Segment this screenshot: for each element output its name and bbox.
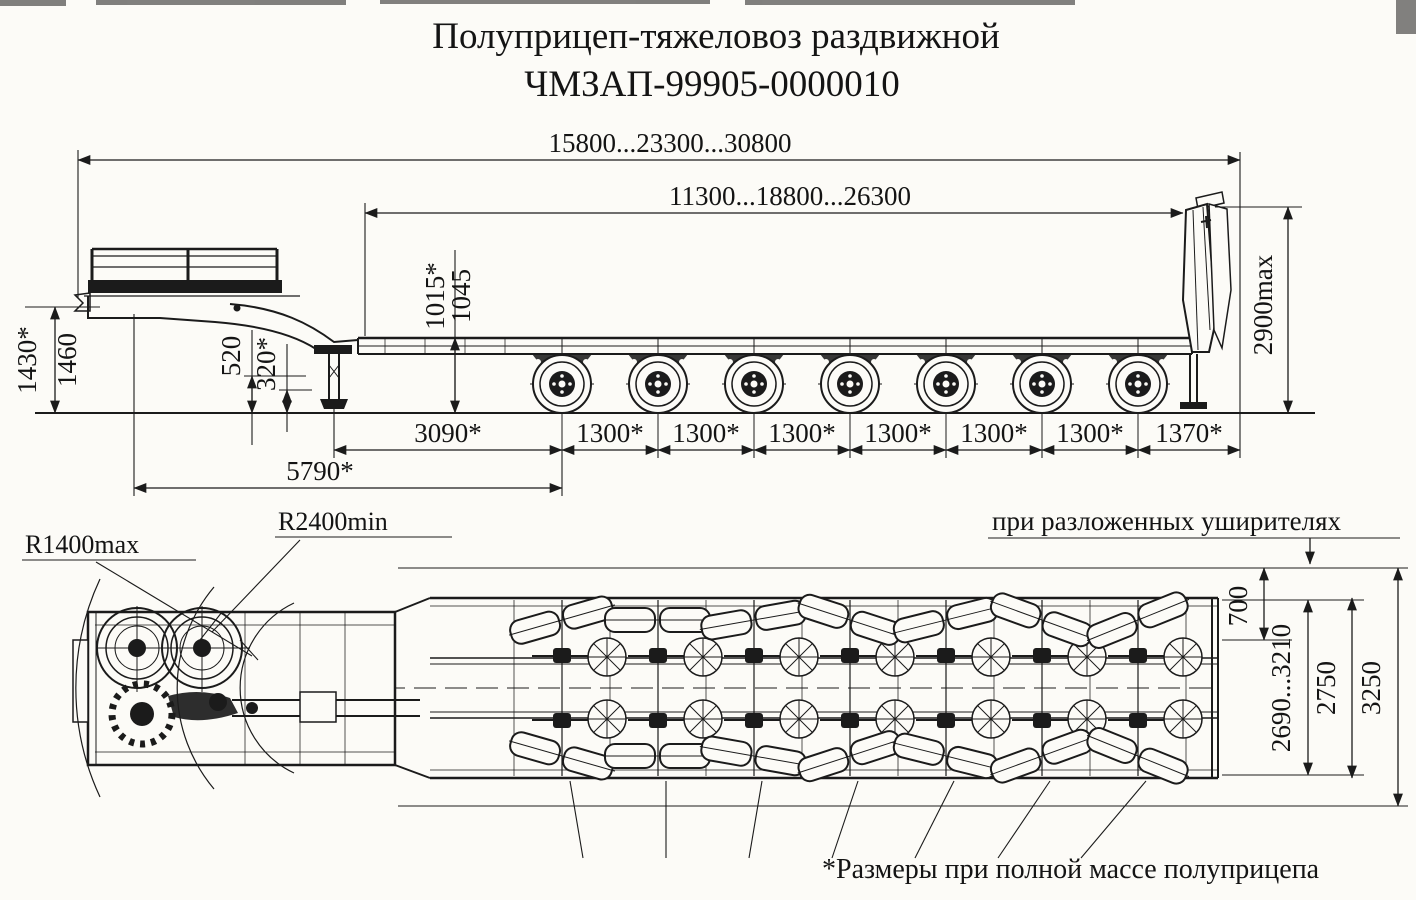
dim-label-1015: 1015* bbox=[420, 262, 450, 330]
label-r1400max: R1400max bbox=[25, 530, 139, 559]
dim-label-2690-3210: 2690...3210 bbox=[1266, 624, 1296, 752]
front-bracket bbox=[73, 292, 91, 312]
dim-label-platform-length: 11300...18800...26300 bbox=[669, 181, 911, 211]
dim-label-520: 520 bbox=[216, 336, 246, 377]
dim-label-1430: 1430* bbox=[12, 326, 42, 394]
steer-leaders bbox=[569, 780, 1147, 859]
gooseneck-body bbox=[87, 296, 359, 354]
landing-leg bbox=[320, 354, 348, 409]
dim-label-700: 700 bbox=[1223, 586, 1253, 627]
wideners-note: при разложенных уширителях bbox=[988, 506, 1400, 565]
dim-label-2900max: 2900max bbox=[1248, 254, 1278, 355]
dim-overall-length: 15800...23300...30800 bbox=[77, 128, 1241, 458]
dim-label-1300-2: 1300* bbox=[672, 418, 740, 448]
dim-label-3090: 3090* bbox=[414, 418, 482, 448]
dim-label-overall-length: 15800...23300...30800 bbox=[549, 128, 792, 158]
dim-label-1370: 1370* bbox=[1155, 418, 1223, 448]
rear-support-leg bbox=[1180, 354, 1207, 409]
plan-width-dims: 700 2690...3210 2750 3250 bbox=[1222, 567, 1403, 807]
title-block: Полуприцеп-тяжеловоз раздвижной ЧМЗАП-99… bbox=[432, 16, 1000, 105]
gooseneck-platform bbox=[84, 247, 300, 297]
plan-view: R1400max R2400min при разложенных уширит… bbox=[22, 506, 1408, 859]
scan-artifacts bbox=[0, 0, 1416, 34]
rear-ramp-folded bbox=[1181, 191, 1232, 353]
dim-label-1460: 1460 bbox=[52, 333, 82, 387]
dim-gooseneck-steps: 520 320* bbox=[216, 330, 312, 445]
dim-label-2750: 2750 bbox=[1311, 661, 1341, 715]
plan-gooseneck bbox=[72, 606, 420, 767]
dim-label-1300-3: 1300* bbox=[768, 418, 836, 448]
side-view: 15800...23300...30800 11300...18800...26… bbox=[12, 128, 1315, 496]
dim-label-1300-6: 1300* bbox=[1056, 418, 1124, 448]
dim-label-1300-5: 1300* bbox=[960, 418, 1028, 448]
dim-5790: 5790* bbox=[133, 314, 563, 496]
dim-label-1300-1: 1300* bbox=[576, 418, 644, 448]
dim-label-1045: 1045 bbox=[446, 269, 476, 323]
dim-platform-length: 11300...18800...26300 bbox=[364, 181, 1184, 336]
dim-deck-height: 1015* 1045 bbox=[420, 250, 476, 414]
dim-label-3250: 3250 bbox=[1356, 661, 1386, 715]
dim-label-1300-4: 1300* bbox=[864, 418, 932, 448]
dim-label-5790: 5790* bbox=[286, 456, 354, 486]
radius-labels: R1400max R2400min bbox=[22, 507, 452, 661]
title-line2: ЧМЗАП-99905-0000010 bbox=[524, 64, 900, 105]
dim-label-320: 320* bbox=[251, 337, 281, 391]
dim-axle-chain: 3090* 1300* 1300* 1300* 1300* 1300* 1300… bbox=[333, 408, 1241, 496]
dim-front-height: 1430* 1460 bbox=[12, 306, 100, 414]
dim-ramp-height: 2900max bbox=[1215, 206, 1302, 414]
label-r2400min: R2400min bbox=[278, 507, 388, 536]
swing-arcs bbox=[75, 578, 295, 798]
title-line1: Полуприцеп-тяжеловоз раздвижной bbox=[432, 16, 1000, 57]
label-wideners-note: при разложенных уширителях bbox=[992, 506, 1342, 536]
main-deck bbox=[357, 336, 1193, 355]
footnote: *Размеры при полной массе полуприцепа bbox=[822, 854, 1320, 885]
